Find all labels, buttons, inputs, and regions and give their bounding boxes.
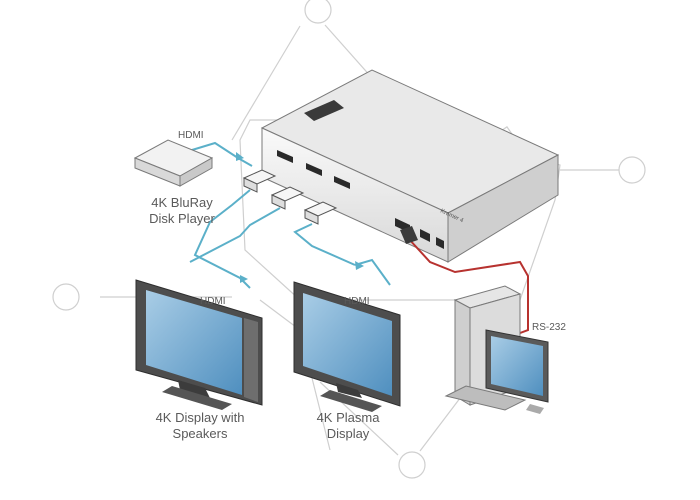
hdmi-label-player: HDMI [178, 130, 204, 141]
player-label: 4K BluRay Disk Player [134, 195, 230, 227]
rs232-plug [400, 226, 418, 244]
cable-arrows [236, 152, 364, 283]
player-label-line2: Disk Player [149, 211, 215, 226]
kramer-logo-icon [304, 100, 344, 121]
hdmi-plugs [242, 169, 338, 225]
display1-label: 4K Display with Speakers [135, 410, 265, 442]
display1-label-line2: Speakers [172, 426, 228, 441]
rs232-label: RS-232 [532, 322, 566, 333]
rs232-cable [407, 237, 529, 337]
hdmi-label-display2: HDMI [344, 296, 370, 307]
plasma-display [293, 281, 401, 412]
pc-computer [444, 285, 549, 414]
watermark: KKM [52, 0, 646, 479]
hdmi-label-display1: HDMI [200, 296, 226, 307]
main-device: Kramer 4 [260, 69, 560, 263]
display2-label-line1: 4K Plasma [316, 410, 380, 425]
display2-label-line2: Display [326, 426, 370, 441]
display2-label: 4K Plasma Display [303, 410, 393, 442]
player-label-line1: 4K BluRay [151, 195, 213, 210]
bluray-player [133, 139, 214, 187]
display-with-speakers [135, 279, 263, 410]
display1-label-line1: 4K Display with [155, 410, 245, 425]
